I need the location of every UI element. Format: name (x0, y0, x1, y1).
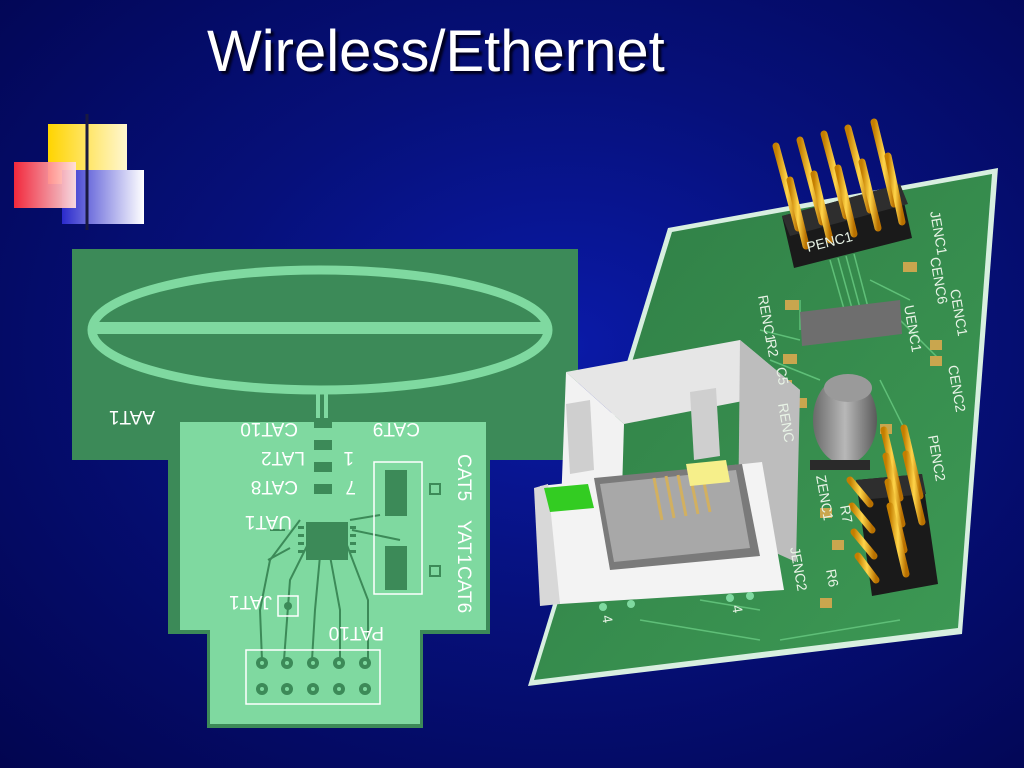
led-yellow (686, 460, 730, 486)
penc2-header (846, 424, 938, 596)
label-r6: R6 (823, 568, 842, 589)
ethernet-board: PENC1 JENC1 CENC6 CENC1 RENC1 UENC1 R2 C… (528, 118, 998, 686)
label-lat2: LAT2 (261, 447, 305, 468)
label-cat9: CAT9 (373, 418, 420, 439)
label-jenc2: JENC2 (787, 546, 810, 593)
label-c5: C5 (773, 366, 792, 387)
rj45-jack (534, 340, 800, 606)
label-uat1: UAT1 (245, 511, 292, 532)
uenc1-chip (800, 300, 902, 346)
label-r2: R2 (763, 338, 782, 359)
label-renc: RENC (775, 402, 798, 444)
penc2-pins (846, 424, 926, 584)
pat10-connector-outline (245, 649, 381, 705)
label-aat1: AAT1 (109, 406, 155, 427)
label-hole-mark-2: 4 (729, 604, 746, 615)
label-jat1: JAT1 (229, 591, 272, 612)
cat5-cat6-outline (373, 461, 423, 595)
antenna-board: AAT1 CAT10 CAT9 LAT2 1 CAT8 7 UAT1 JAT1 … (72, 249, 578, 728)
penc1-pins (772, 118, 906, 250)
feed-components (314, 418, 332, 494)
label-cat8: CAT8 (251, 476, 298, 497)
cat5-pad (385, 470, 407, 516)
label-zenc1: ZENC1 (813, 474, 837, 522)
uat1-chip (306, 522, 348, 560)
cat6-pad (385, 546, 407, 590)
label-jenc1: JENC1 (927, 210, 950, 257)
antenna-bar-trace (96, 322, 544, 334)
led-green (544, 484, 594, 512)
label-cat6: CAT6 (453, 566, 474, 613)
label-one: 1 (343, 447, 354, 468)
label-hole-mark-1: 4 (599, 614, 616, 625)
label-r7: R7 (837, 504, 856, 525)
penc1-header (772, 118, 912, 268)
routing-traces (258, 514, 401, 661)
slide-title: Wireless/Ethernet (207, 19, 665, 84)
label-cat10: CAT10 (240, 418, 298, 439)
label-pat10: PAT10 (329, 622, 384, 643)
label-seven: 7 (345, 476, 356, 497)
label-yat1: YAT1 (453, 520, 474, 565)
jat1-outline (277, 595, 299, 617)
label-cat5: CAT5 (453, 454, 474, 501)
